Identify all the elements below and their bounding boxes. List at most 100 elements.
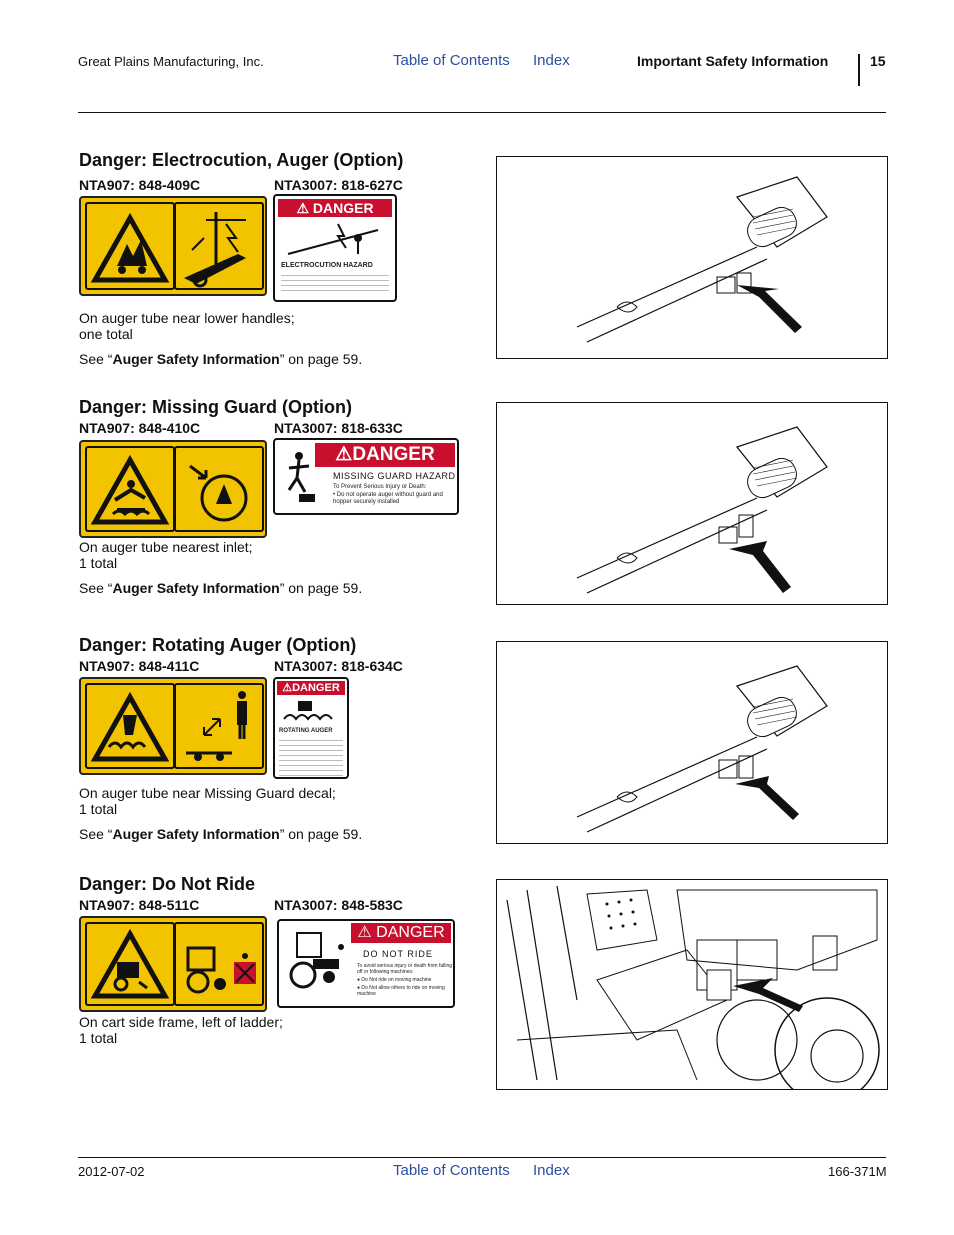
section-4-part-left: NTA907: 848-511C [79,897,200,913]
section-3-see-ref[interactable]: See “Auger Safety Information” on page 5… [79,826,362,842]
see-prefix: See “ [79,826,113,842]
danger-banner: ⚠ DANGER [351,923,451,943]
decal-electrocution-danger: ⚠ DANGER ELECTROCUTION HAZARD [273,194,397,302]
tractor-rider-icon [289,932,344,989]
auger-illustration [576,176,828,343]
location-line: 1 total [79,801,118,817]
section-1-see-ref[interactable]: See “Auger Safety Information” on page 5… [79,351,362,367]
section-1-part-left: NTA907: 848-409C [79,177,201,193]
location-line: 1 total [79,555,118,571]
see-prefix: See “ [79,351,113,367]
see-suffix: ” on page 59. [279,580,363,596]
danger-banner-text: DANGER [376,924,445,941]
danger-hazard-title: DO NOT RIDE [363,949,433,959]
section-4-location: On cart side frame, left of ladder; 1 to… [79,1014,283,1046]
cart-location-figure-4 [496,879,888,1090]
decal-do-not-ride-danger: ⚠ DANGER DO NOT RIDE To avoid serious in… [277,919,455,1008]
decal-text-1: To Prevent Serious Injury or Death: [333,484,427,490]
warning-triangle-icon [90,691,170,762]
see-prefix: See “ [79,580,113,596]
see-reference-link[interactable]: Auger Safety Information [112,351,280,367]
section-3-title: Danger: Rotating Auger (Option) [79,635,357,655]
warning-triangle-icon [90,928,170,999]
decal-missing-guard-iso [79,440,267,538]
section-1-location: On auger tube near lower handles; one to… [79,310,295,342]
footer-doc-number: 166-371M [828,1164,887,1179]
safe-distance-person-icon [186,691,247,761]
section-3-part-right: NTA3007: 818-634C [274,658,403,674]
see-suffix: ” on page 59. [279,351,363,367]
section-2-see-ref[interactable]: See “Auger Safety Information” on page 5… [79,580,362,596]
auger-hand-icon [283,701,333,721]
see-reference-link[interactable]: Auger Safety Information [112,826,280,842]
section-1-title: Danger: Electrocution, Auger (Option) [79,150,404,170]
see-reference-link[interactable]: Auger Safety Information [112,580,280,596]
decal-do-not-ride-iso [79,916,267,1012]
warning-triangle-icon: ⚠ [296,200,309,216]
danger-banner: ⚠DANGER [277,681,345,695]
section-4-title: Danger: Do Not Ride [79,874,256,894]
power-line-icon [184,212,246,288]
danger-banner-text: DANGER [292,682,340,694]
electrocution-pictogram-icon [287,223,379,255]
decal-rotating-auger-iso [79,677,267,775]
decal-missing-guard-danger: ⚠DANGER MISSING GUARD HAZARD To Prevent … [273,438,459,515]
auger-location-figure-3 [496,641,888,844]
company-name: Great Plains Manufacturing, Inc. [78,54,264,69]
footer-rule [78,1157,886,1158]
danger-banner-text: DANGER [312,200,374,216]
location-line: On auger tube nearest inlet; [79,539,253,555]
decal-fine-print [279,736,343,776]
section-2-title: Danger: Missing Guard (Option) [79,397,352,417]
location-line: On auger tube near lower handles; [79,310,295,326]
warning-triangle-icon: ⚠ [282,682,293,694]
tractor-rider-icon [186,946,256,994]
header-index-link[interactable]: Index [533,52,570,69]
decal-rotating-auger-danger: ⚠DANGER ROTATING AUGER [273,677,349,779]
warning-triangle-icon [90,454,170,525]
section-1-part-right: NTA3007: 818-627C [274,177,403,193]
warning-triangle-icon [90,212,170,283]
decal-bullet-text: Do Not allow others to ride on moving ma… [357,985,445,997]
decal-text-1: To avoid serious injury or death from fa… [357,963,453,975]
danger-hazard-title: MISSING GUARD HAZARD [333,471,456,481]
section-2-location: On auger tube nearest inlet; 1 total [79,539,253,571]
location-line: one total [79,326,133,342]
header-divider [858,54,860,86]
decal-electrocution-iso [79,196,267,296]
section-3-part-left: NTA907: 848-411C [79,658,200,674]
footer-date: 2012-07-02 [78,1164,145,1179]
rotating-guard-icon [189,464,248,522]
danger-banner: ⚠ DANGER [278,199,392,217]
decal-text-2: • Do not operate auger without guard and… [333,492,443,505]
danger-hazard-title: ELECTROCUTION HAZARD [281,262,373,269]
falling-person-icon [287,452,315,502]
footer-index-link[interactable]: Index [533,1162,570,1179]
header-toc-link[interactable]: Table of Contents [393,52,510,69]
decal-bullet-text: Do Not ride on moving machine [361,977,432,983]
auger-location-figure-1 [496,156,888,359]
auger-location-figure-2 [496,402,888,605]
footer-toc-link[interactable]: Table of Contents [393,1162,510,1179]
warning-triangle-icon: ⚠ [335,444,353,465]
auger-illustration [576,426,828,594]
decal-fine-print [281,271,389,295]
decal-bullet-2: ● Do Not allow others to ride on moving … [357,985,445,997]
section-title: Important Safety Information [637,53,829,69]
cart-frame-illustration [506,885,880,1089]
location-line: On cart side frame, left of ladder; [79,1014,283,1030]
header-rule [78,112,886,113]
see-suffix: ” on page 59. [279,826,363,842]
danger-hazard-title: ROTATING AUGER [279,728,333,734]
auger-illustration [576,665,828,833]
page-number: 15 [870,53,886,69]
location-line: On auger tube near Missing Guard decal; [79,785,336,801]
decal-bullet-1: ● Do Not ride on moving machine [357,977,432,983]
warning-triangle-icon: ⚠ [357,924,372,941]
danger-banner-text: DANGER [352,444,435,465]
section-2-part-left: NTA907: 848-410C [79,420,201,436]
danger-banner: ⚠DANGER [315,443,455,467]
section-2-part-right: NTA3007: 818-633C [274,420,403,436]
location-line: 1 total [79,1030,118,1046]
section-4-part-right: NTA3007: 848-583C [274,897,403,913]
